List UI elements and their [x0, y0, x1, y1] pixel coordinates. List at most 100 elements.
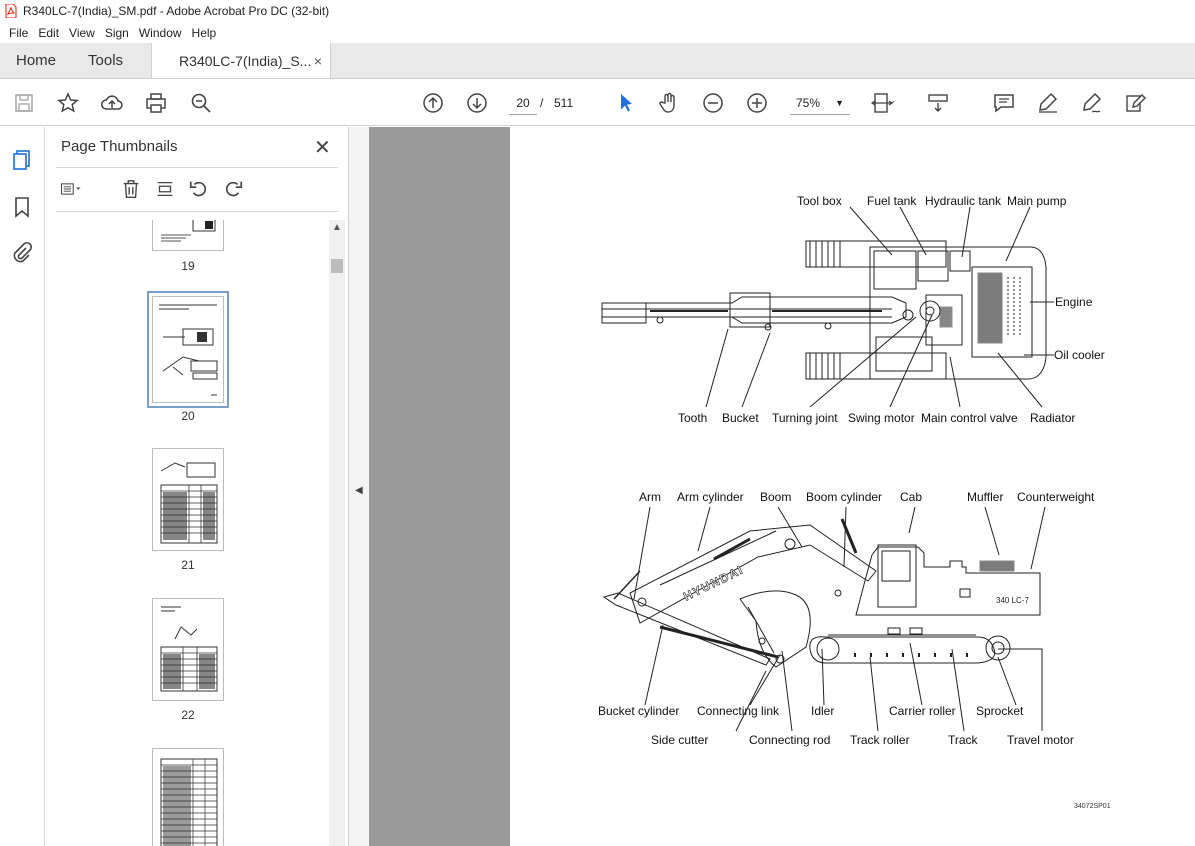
pdf-page: HYUNDAI 340 LC-7 Tool box Fuel tank Hydr… — [510, 127, 1195, 846]
page-thumbnail[interactable] — [152, 448, 224, 551]
page-thumbnails-panel: Page Thumbnails ✕ 19 20 21 22 ▲ — [46, 127, 349, 846]
sign-icon[interactable] — [1080, 91, 1104, 115]
label-counterweight: Counterweight — [1017, 490, 1095, 504]
page-thumbnail[interactable] — [152, 220, 224, 251]
label-radiator: Radiator — [1030, 411, 1076, 425]
thumbnail-label: 22 — [181, 708, 195, 722]
thumbnail-preview — [160, 758, 218, 846]
print-icon[interactable] — [144, 91, 168, 115]
figure-code: 34072SP01 — [1074, 803, 1111, 810]
excavator-diagram: HYUNDAI 340 LC-7 — [601, 206, 1054, 732]
left-rail — [0, 127, 45, 846]
menu-edit[interactable]: Edit — [38, 25, 60, 40]
brand-text: HYUNDAI — [681, 563, 746, 604]
page-thumbnail[interactable] — [147, 291, 229, 408]
label-boom: Boom — [760, 490, 792, 504]
page-thumbnails-icon[interactable] — [10, 148, 34, 172]
label-connecting-rod: Connecting rod — [749, 733, 831, 747]
main-toolbar — [0, 80, 1195, 198]
document-viewer[interactable]: HYUNDAI 340 LC-7 Tool box Fuel tank Hydr… — [369, 127, 1195, 846]
extract-pages-icon[interactable] — [154, 177, 176, 201]
menu-window[interactable]: Window — [138, 25, 182, 40]
zoom-in-icon[interactable] — [745, 91, 769, 115]
label-hydraulic-tank: Hydraulic tank — [925, 194, 1002, 208]
scroll-up-icon[interactable]: ▲ — [332, 222, 342, 233]
title-bar: R340LC-7(India)_SM.pdf - Adobe Acrobat P… — [0, 0, 1195, 22]
chevron-left-icon: ◀ — [355, 485, 363, 496]
menu-sign[interactable]: Sign — [104, 25, 129, 40]
page-thumbnail[interactable] — [152, 598, 224, 701]
menu-file[interactable]: File — [9, 25, 29, 40]
tab-tools[interactable]: Tools — [88, 52, 124, 69]
label-tool-box: Tool box — [797, 194, 842, 208]
next-page-icon[interactable] — [465, 91, 489, 115]
zoom-value: 75% — [796, 96, 821, 110]
tab-home[interactable]: Home — [16, 52, 57, 69]
fit-page-icon[interactable] — [870, 91, 894, 115]
find-icon[interactable] — [189, 91, 213, 115]
label-cab: Cab — [900, 490, 923, 504]
label-arm-cylinder: Arm cylinder — [677, 490, 744, 504]
scrollbar-thumb[interactable] — [331, 259, 343, 273]
panel-collapse-handle[interactable]: ◀ — [349, 127, 369, 846]
edit-icon[interactable] — [1124, 91, 1148, 115]
bookmark-icon[interactable] — [10, 195, 34, 219]
menu-help[interactable]: Help — [191, 25, 217, 40]
options-menu-icon[interactable] — [60, 177, 82, 201]
window-title: R340LC-7(India)_SM.pdf - Adobe Acrobat P… — [23, 4, 330, 18]
label-bucket: Bucket — [722, 411, 759, 425]
tab-bar: Home Tools R340LC-7(India)_S... × — [0, 43, 1195, 79]
label-sprocket: Sprocket — [976, 704, 1024, 718]
label-side-cutter: Side cutter — [651, 733, 709, 747]
top-view-drawing — [601, 240, 1047, 380]
label-bucket-cylinder: Bucket cylinder — [598, 704, 680, 718]
thumbnail-label: 20 — [181, 409, 195, 423]
menu-view[interactable]: View — [69, 25, 95, 40]
attachment-icon[interactable] — [10, 241, 34, 265]
label-turning-joint: Turning joint — [772, 411, 838, 425]
zoom-select[interactable]: 75% ▼ — [790, 91, 850, 115]
thumbnail-scrollbar[interactable]: ▲ — [329, 220, 345, 846]
rotate-right-icon[interactable] — [222, 177, 244, 201]
scroll-mode-icon[interactable] — [926, 91, 950, 115]
label-idler: Idler — [811, 704, 835, 718]
label-track: Track — [948, 733, 978, 747]
thumbnail-preview — [160, 606, 218, 692]
delete-icon[interactable] — [120, 177, 142, 201]
label-oil-cooler: Oil cooler — [1054, 348, 1105, 362]
divider — [56, 211, 338, 212]
label-tooth: Tooth — [678, 411, 708, 425]
label-main-control-valve: Main control valve — [921, 411, 1018, 425]
select-cursor-icon[interactable] — [614, 91, 638, 115]
thumbnail-label: 19 — [181, 259, 195, 273]
page-thumbnail[interactable] — [152, 748, 224, 846]
tab-document[interactable]: R340LC-7(India)_S... × — [151, 43, 332, 78]
label-connecting-link: Connecting link — [697, 704, 780, 718]
model-badge: 340 LC-7 — [996, 596, 1029, 605]
page-number-input[interactable]: 20 — [509, 91, 537, 115]
tab-close-icon[interactable]: × — [313, 53, 323, 69]
thumbnail-preview — [160, 462, 218, 544]
page-separator: / — [540, 96, 544, 110]
label-muffler: Muffler — [967, 490, 1004, 504]
thumbnail-label: 21 — [181, 558, 195, 572]
label-travel-motor: Travel motor — [1007, 733, 1074, 747]
panel-close-icon[interactable]: ✕ — [314, 137, 331, 159]
thumbnail-preview — [161, 220, 216, 242]
thumbnail-list: 19 20 21 22 — [46, 220, 331, 846]
prev-page-icon[interactable] — [421, 91, 445, 115]
zoom-out-icon[interactable] — [701, 91, 725, 115]
hand-icon[interactable] — [657, 91, 681, 115]
label-carrier-roller: Carrier roller — [889, 704, 956, 718]
star-icon[interactable] — [56, 91, 80, 115]
upload-icon[interactable] — [100, 91, 124, 115]
thumbnail-preview — [159, 304, 218, 396]
label-engine: Engine — [1055, 295, 1093, 309]
comment-icon[interactable] — [992, 91, 1016, 115]
save-icon[interactable] — [12, 91, 36, 115]
label-boom-cylinder: Boom cylinder — [806, 490, 883, 504]
chevron-down-icon: ▼ — [835, 98, 844, 108]
rotate-left-icon[interactable] — [188, 177, 210, 201]
panel-title: Page Thumbnails — [61, 138, 178, 155]
highlight-icon[interactable] — [1036, 91, 1060, 115]
